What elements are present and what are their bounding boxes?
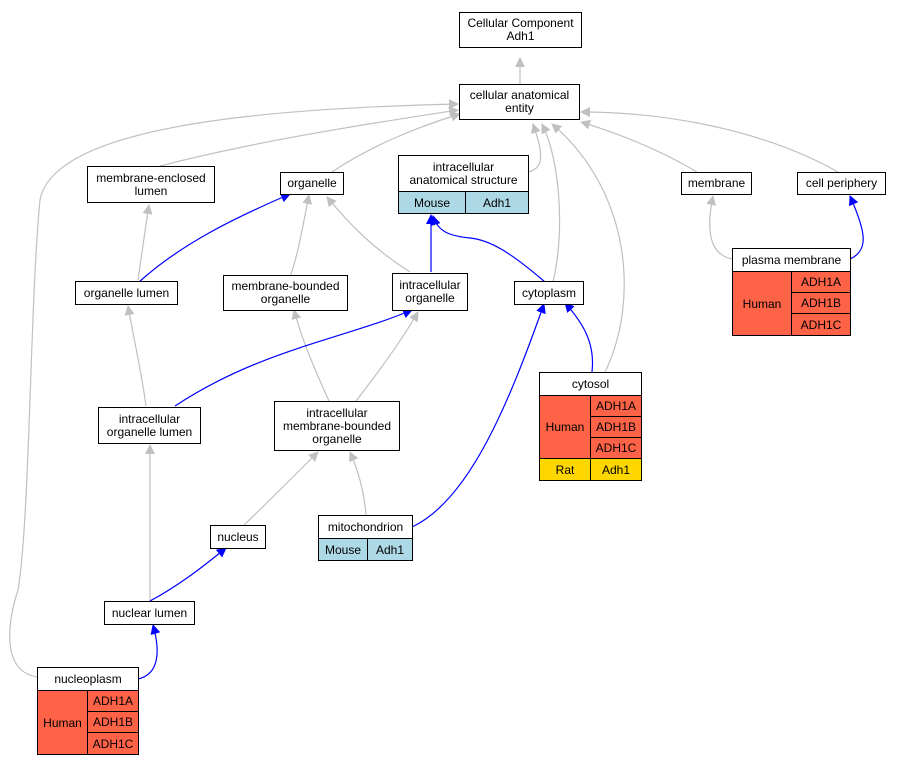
edge-organelle-cae xyxy=(331,111,461,173)
node-cytosol-gene-1: ADH1A xyxy=(590,395,641,416)
node-mitochondrion[interactable]: mitochondrion Mouse Adh1 xyxy=(318,515,413,561)
node-mel-line2: lumen xyxy=(134,183,168,198)
node-nucleus[interactable]: nucleus xyxy=(210,525,266,549)
node-cytosol-gene-rat: Adh1 xyxy=(590,458,641,480)
node-organelle-lumen-label: organelle lumen xyxy=(83,285,170,300)
node-io-line1: intracellular xyxy=(399,278,461,292)
node-cytoplasm-label: cytoplasm xyxy=(521,285,577,300)
edge-imbo-io xyxy=(355,311,419,402)
node-organelle[interactable]: organelle xyxy=(280,172,344,195)
node-nucleoplasm-title: nucleoplasm xyxy=(54,672,122,686)
node-nucleoplasm-species: Human xyxy=(38,690,87,754)
edge-mito-imbo xyxy=(349,451,367,516)
edge-ias-cae xyxy=(527,123,542,173)
node-pm-gene-3: ADH1C xyxy=(791,313,850,335)
node-mbo-line1: membrane-bounded xyxy=(231,279,340,293)
node-pm-species: Human xyxy=(733,271,791,335)
edge-nucleoplasm-nuclumen xyxy=(137,624,161,680)
node-cell-periphery[interactable]: cell periphery xyxy=(797,172,886,195)
node-nucleus-label: nucleus xyxy=(217,529,259,544)
node-ias-line2: anatomical structure xyxy=(409,172,518,187)
edge-orglumen-organelle xyxy=(138,192,291,283)
node-cytosol-title: cytosol xyxy=(571,377,610,391)
node-cae-line1: cellular anatomical xyxy=(469,88,570,102)
node-cytosol-gene-2: ADH1B xyxy=(590,416,641,437)
edge-membrane-cae xyxy=(580,119,698,173)
node-nucleoplasm-gene-2: ADH1B xyxy=(87,711,138,732)
node-organelle-label: organelle xyxy=(287,176,337,190)
node-imbo-line1: intracellular xyxy=(306,405,368,420)
node-cae-line2: entity xyxy=(505,101,534,115)
edge-io-organelle xyxy=(326,196,411,273)
node-cytosol-gene-3: ADH1C xyxy=(590,437,641,458)
edge-iol-orglumen xyxy=(124,305,147,407)
edge-mito-cytoplasm xyxy=(411,303,546,528)
edge-pm-membrane xyxy=(706,195,734,260)
edge-mbo-organelle xyxy=(289,194,313,278)
edge-nuclumen-nucleus xyxy=(149,547,227,602)
node-pm-gene-1: ADH1A xyxy=(791,271,850,292)
node-mito-species: Mouse xyxy=(319,538,367,560)
node-mel-line1: membrane-enclosed xyxy=(96,170,206,185)
node-organelle-lumen[interactable]: organelle lumen xyxy=(75,281,178,305)
edge-cytoplasm-ias xyxy=(430,215,546,283)
node-iol-line1: intracellular xyxy=(118,411,181,426)
node-ias-gene: Adh1 xyxy=(465,191,528,213)
node-imbo-line2: membrane-bounded xyxy=(282,418,392,433)
node-cell-periphery-label: cell periphery xyxy=(805,176,878,190)
edge-pm-cellperiphery xyxy=(849,195,864,260)
edge-nucleoplasm-cae xyxy=(9,99,459,678)
node-pm-title: plasma membrane xyxy=(741,253,842,267)
node-mito-gene: Adh1 xyxy=(367,538,412,560)
node-nucleoplasm-gene-1: ADH1A xyxy=(87,690,138,711)
edge-cytoplasm-cae xyxy=(541,123,561,283)
node-cytosol-species-rat: Rat xyxy=(540,458,590,480)
node-nucleoplasm[interactable]: nucleoplasm Human ADH1A ADH1B ADH1C xyxy=(37,667,139,755)
node-cellular-component-line2: Adh1 xyxy=(506,29,535,43)
node-nuclear-lumen[interactable]: nuclear lumen xyxy=(104,601,195,625)
edge-iol-io xyxy=(174,308,413,407)
node-nuclear-lumen-label: nuclear lumen xyxy=(111,605,188,620)
node-ias-species: Mouse xyxy=(399,191,465,213)
node-cytosol-species-human: Human xyxy=(540,395,590,458)
edge-cellperiphery-cae xyxy=(580,107,839,173)
edge-cytosol-cytoplasm xyxy=(564,302,594,373)
edge-cytosol-cae xyxy=(551,123,625,373)
node-io-line2: organelle xyxy=(405,291,455,305)
edge-imbo-mbo xyxy=(291,309,330,402)
node-mito-title: mitochondrion xyxy=(327,520,404,534)
node-nucleoplasm-gene-3: ADH1C xyxy=(87,732,138,754)
node-mbo-line2: organelle xyxy=(260,292,311,306)
node-iol-line2: organelle lumen xyxy=(106,424,193,439)
edge-nucleus-imbo xyxy=(243,451,319,526)
node-membrane-label: membrane xyxy=(687,176,746,190)
node-imbo-line3: organelle xyxy=(312,431,362,446)
node-cytoplasm[interactable]: cytoplasm xyxy=(514,281,584,305)
node-membrane[interactable]: membrane xyxy=(681,172,752,195)
node-plasma-membrane[interactable]: plasma membrane Human ADH1A ADH1B ADH1C xyxy=(732,248,851,336)
node-ias-line1: intracellular xyxy=(432,159,495,174)
node-cytosol[interactable]: cytosol Human ADH1A ADH1B ADH1C Rat Adh1 xyxy=(539,372,642,481)
edge-mel-cae xyxy=(159,106,459,167)
node-cellular-component-line1: Cellular Component xyxy=(467,16,574,30)
node-pm-gene-2: ADH1B xyxy=(791,292,850,313)
edge-orglumen-mel xyxy=(137,204,153,281)
